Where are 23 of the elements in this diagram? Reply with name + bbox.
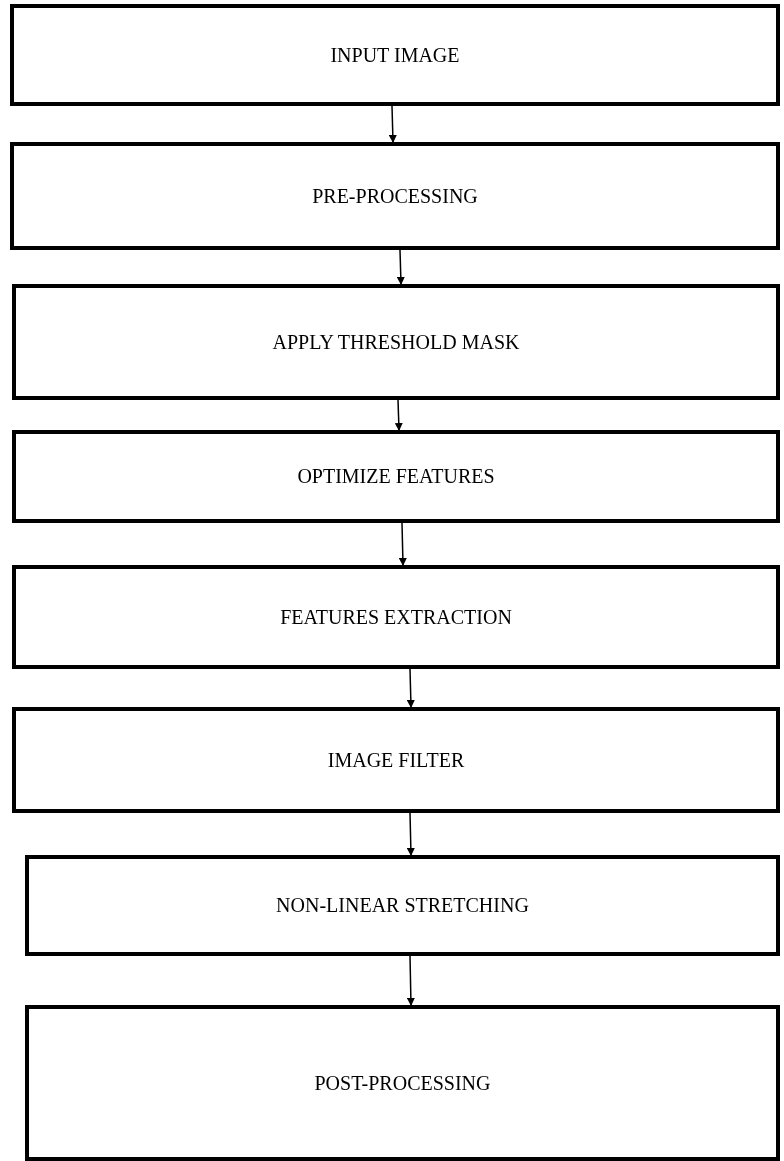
process-box bbox=[12, 284, 780, 400]
arrow bbox=[406, 668, 415, 708]
box-label: INPUT IMAGE bbox=[330, 43, 460, 67]
arrow bbox=[394, 399, 403, 431]
process-box bbox=[25, 855, 780, 956]
arrow bbox=[398, 522, 407, 566]
box-label: APPLY THRESHOLD MASK bbox=[272, 330, 520, 354]
arrow bbox=[396, 249, 405, 285]
process-box bbox=[12, 430, 780, 523]
box-label: OPTIMIZE FEATURES bbox=[297, 465, 495, 488]
arrow bbox=[406, 812, 415, 856]
process-box bbox=[12, 565, 780, 669]
arrow bbox=[388, 105, 397, 143]
process-box bbox=[10, 4, 780, 106]
process-box bbox=[12, 707, 780, 813]
box-label: NON-LINEAR STRETCHING bbox=[276, 894, 529, 917]
box-label: IMAGE FILTER bbox=[327, 748, 465, 772]
arrow bbox=[406, 955, 415, 1006]
box-label: FEATURES EXTRACTION bbox=[280, 605, 512, 629]
process-box bbox=[10, 142, 780, 250]
box-label: PRE-PROCESSING bbox=[312, 184, 478, 208]
box-label: POST-PROCESSING bbox=[314, 1071, 491, 1095]
process-box bbox=[25, 1005, 780, 1161]
